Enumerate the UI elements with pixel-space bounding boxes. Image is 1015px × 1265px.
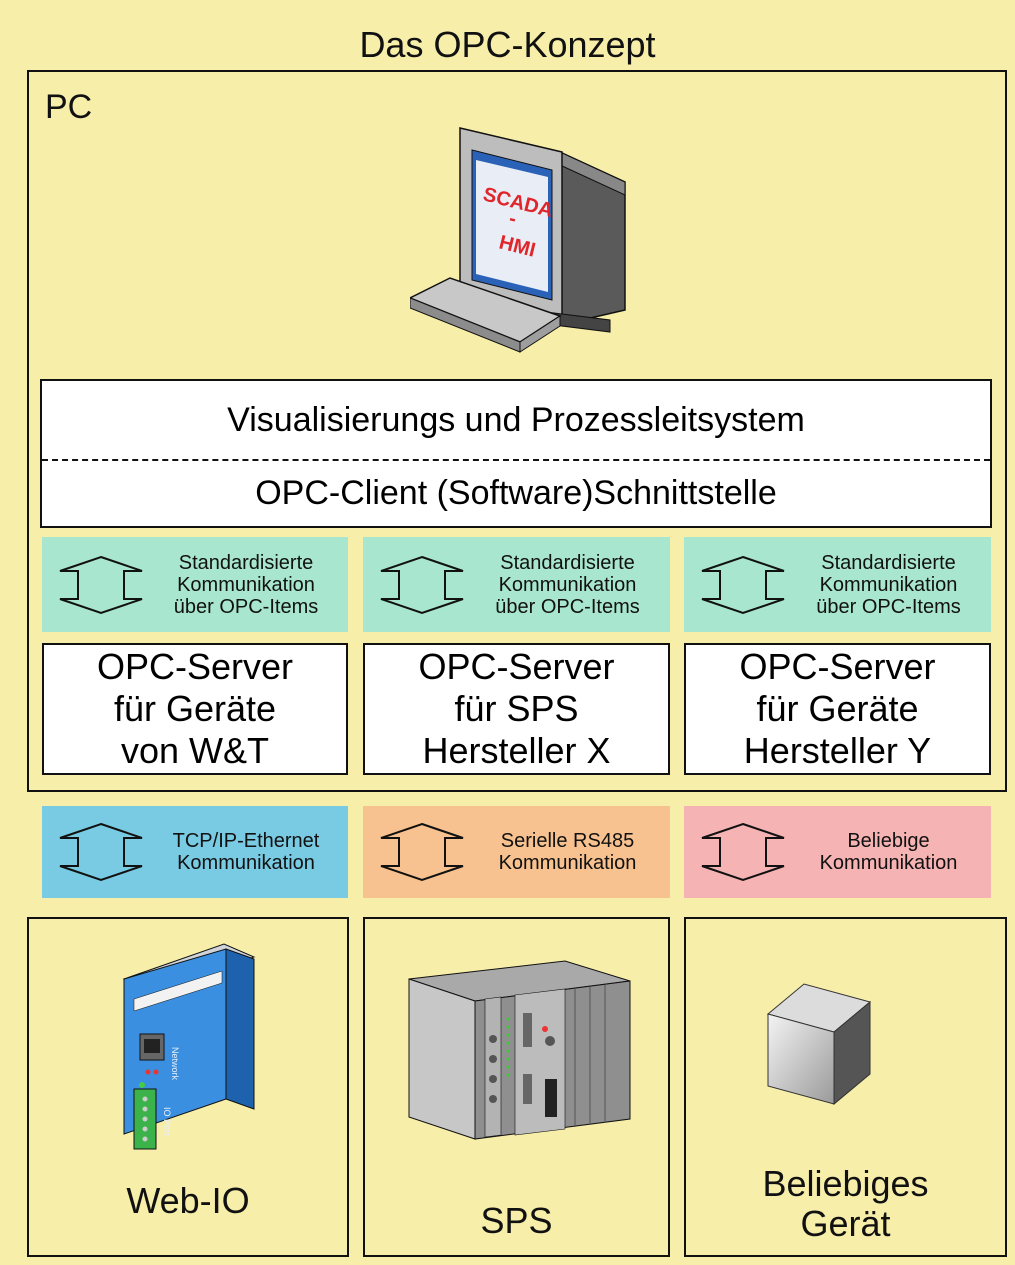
server-2-line-1: OPC-Server [418,646,615,687]
pc-label: PC [45,88,93,126]
comm-1-line-2: Kommunikation [177,852,315,874]
server-3-line-2: für Geräte [756,688,919,729]
visualization-label: Visualisierungs und Prozessleitsystem [227,400,805,439]
opc-client-box [40,379,992,528]
double-arrow-icon [59,822,143,882]
device-generic: Beliebiges Gerät [684,917,1007,1257]
computer-icon: SCADA - HMI [410,127,626,353]
server-1-line-2: für Geräte [113,688,277,729]
device-label-web-io: Web-IO [126,1180,250,1221]
comm-2-line-2: Kommunikation [498,852,637,874]
opc-band-3-line-2: Kommunikation [819,573,958,596]
server-3-line-3: Hersteller Y [743,730,932,771]
opc-band-2-line-1: Standardisierte [500,551,635,574]
server-1-line-3: von W&T [120,730,270,771]
device-label-generic: Beliebiges Gerät [686,1164,1005,1244]
server-3-line-1: OPC-Server [739,646,936,687]
server-2-line-3: Hersteller X [422,730,611,771]
generic-device-icon [766,983,872,1106]
web-io-device-icon: Network IO Port [122,943,256,1150]
diagram-title: Das OPC-Konzept [359,24,656,65]
device-label-sps: SPS [480,1200,553,1241]
plc-icon [408,960,631,1140]
double-arrow-icon [701,555,785,614]
comm-1-line-1: TCP/IP-Ethernet [172,830,320,852]
opc-client-label: OPC-Client (Software)Schnittstelle [255,473,777,512]
opc-band-2-line-2: Kommunikation [498,573,637,596]
opc-band-3-line-1: Standardisierte [821,551,956,574]
opc-band-2-line-3: über OPC-Items [495,595,640,618]
device-label-generic-line-2: Gerät [800,1203,891,1244]
comm-3-line-1: Beliebige [847,830,930,852]
opc-band-1-line-1: Standardisierte [178,551,314,574]
double-arrow-icon [380,555,464,614]
server-1-line-1: OPC-Server [96,646,294,687]
pc-frame [27,70,1007,792]
opc-band-1-line-3: über OPC-Items [173,595,319,618]
comm-2-line-1: Serielle RS485 [500,830,635,852]
server-2-line-2: für SPS [454,688,579,729]
screen-text-dash: - [507,208,519,231]
device-label-generic-line-1: Beliebiges [762,1163,929,1204]
device-web-io: Network IO Port Web-IO [27,917,349,1257]
opc-band-3-line-3: über OPC-Items [816,595,961,618]
device-sps: SPS [363,917,670,1257]
io-port-label: IO Port [162,1107,172,1136]
double-arrow-icon [380,822,464,882]
network-port-label: Network [170,1047,180,1081]
opc-band-1-line-2: Kommunikation [177,573,315,596]
comm-3-line-2: Kommunikation [819,852,958,874]
double-arrow-icon [59,555,143,614]
client-divider [42,459,990,461]
double-arrow-icon [701,822,785,882]
